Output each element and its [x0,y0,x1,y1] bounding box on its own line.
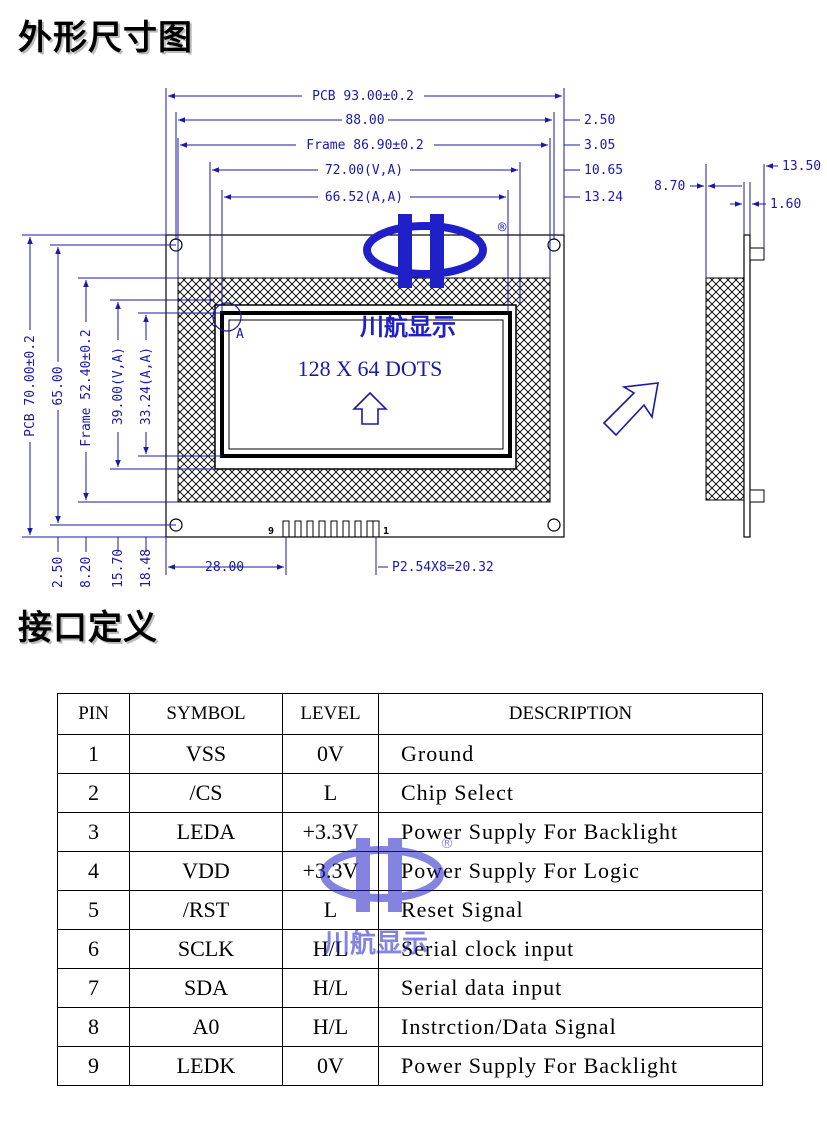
cell-symbol: /CS [129,773,283,813]
marker-circle [212,302,242,332]
cell-description: Ground [378,734,763,774]
up-arrow-icon [352,391,388,425]
dim-hole-height: 65.00 [51,366,66,405]
interface-definition-heading: 接口定义 [18,608,158,648]
pin-label-last: 1 [383,526,389,537]
outline-drawing-heading: 外形尺寸图 [18,18,193,58]
cell-symbol: A0 [129,1007,283,1047]
cell-level: H/L [282,1007,379,1047]
cell-description: Serial data input [378,968,763,1008]
dim-aa-width: 66.52(A,A) [325,190,403,205]
cell-pin: 8 [57,1007,130,1047]
brand-logo: ® 川航显示 [360,214,507,341]
cell-pin: 2 [57,773,130,813]
cell-description: Chip Select [378,773,763,813]
cell-description: Power Supply For Logic [378,851,763,891]
outline-drawing: A 128 X 64 DOTS ® 川航显示 9 1 [22,88,821,588]
cell-symbol: SDA [129,968,283,1008]
dim-bottom-1: 2.50 [51,557,66,588]
cell-pin: 9 [57,1046,130,1086]
dim-aa-height: 33.24(A,A) [139,347,154,425]
cell-pin: 5 [57,890,130,930]
svg-text:川航显示: 川航显示 [360,313,456,341]
header-description: DESCRIPTION [378,693,763,735]
dim-frame-height: Frame 52.40±0.2 [79,329,94,446]
dim-bottom-4: 18.48 [139,549,154,588]
cell-pin: 7 [57,968,130,1008]
header-pin: PIN [57,693,130,735]
cell-description: Instrction/Data Signal [378,1007,763,1047]
cell-level: H/L [282,929,379,969]
cell-description: Reset Signal [378,890,763,930]
dim-side-2: 13.50 [782,159,821,174]
cell-symbol: LEDA [129,812,283,852]
side-view [705,234,765,538]
connector-pins [282,520,380,538]
dim-pcb-height: PCB 70.00±0.2 [23,335,38,437]
mounting-hole [547,518,561,532]
dim-frame-width: Frame 86.90±0.2 [306,138,423,153]
dim-side-1: 8.70 [654,179,685,194]
cell-level: L [282,890,379,930]
cell-level: H/L [282,968,379,1008]
dim-bottom-3: 15.70 [111,549,126,588]
pin-table: PIN SYMBOL LEVEL DESCRIPTION 1 VSS 0V Gr… [57,693,763,1086]
table-row: 6 SCLK H/L Serial clock input [57,929,763,969]
dim-va-width: 72.00(V,A) [325,163,403,178]
table-row: 4 VDD +3.3V Power Supply For Logic [57,851,763,891]
cell-level: 0V [282,1046,379,1086]
cell-level: +3.3V [282,812,379,852]
cell-description: Power Supply For Backlight [378,1046,763,1086]
cell-symbol: SCLK [129,929,283,969]
dim-pin-offset: 28.00 [205,560,244,575]
dim-pin-pitch: P2.54X8=20.32 [392,560,494,575]
dim-right-2: 3.05 [584,138,615,153]
cell-symbol: LEDK [129,1046,283,1086]
dim-hole-span: 88.00 [345,113,384,128]
cell-pin: 4 [57,851,130,891]
table-row: 8 A0 H/L Instrction/Data Signal [57,1007,763,1047]
cell-level: L [282,773,379,813]
cell-symbol: VDD [129,851,283,891]
table-row: 1 VSS 0V Ground [57,734,763,774]
dim-bottom-2: 8.20 [79,557,94,588]
dim-right-1: 2.50 [584,113,615,128]
cell-pin: 6 [57,929,130,969]
cell-pin: 1 [57,734,130,774]
table-row: 2 /CS L Chip Select [57,773,763,813]
cell-symbol: VSS [129,734,283,774]
active-area [220,311,512,458]
dim-side-3: 1.60 [770,197,801,212]
table-header-row: PIN SYMBOL LEVEL DESCRIPTION [57,693,763,735]
pcb-outline [165,234,565,538]
cell-description: Power Supply For Backlight [378,812,763,852]
dim-va-height: 39.00(V,A) [111,347,126,425]
header-level: LEVEL [282,693,379,735]
cell-description: Serial clock input [378,929,763,969]
table-row: 3 LEDA +3.3V Power Supply For Backlight [57,812,763,852]
dim-pcb-width: PCB 93.00±0.2 [312,89,414,104]
table-row: 5 /RST L Reset Signal [57,890,763,930]
cell-pin: 3 [57,812,130,852]
lcd-text: 128 X 64 DOTS [298,356,443,381]
header-symbol: SYMBOL [129,693,283,735]
svg-text:®: ® [498,220,507,236]
table-row: 7 SDA H/L Serial data input [57,968,763,1008]
dim-right-4: 13.24 [584,190,623,205]
cell-level: 0V [282,734,379,774]
table-row: 9 LEDK 0V Power Supply For Backlight [57,1046,763,1086]
marker-a: A [236,327,244,342]
dim-right-3: 10.65 [584,163,623,178]
pin-label-first: 9 [268,526,274,537]
view-direction-arrow-icon [602,382,659,437]
cell-level: +3.3V [282,851,379,891]
cell-symbol: /RST [129,890,283,930]
